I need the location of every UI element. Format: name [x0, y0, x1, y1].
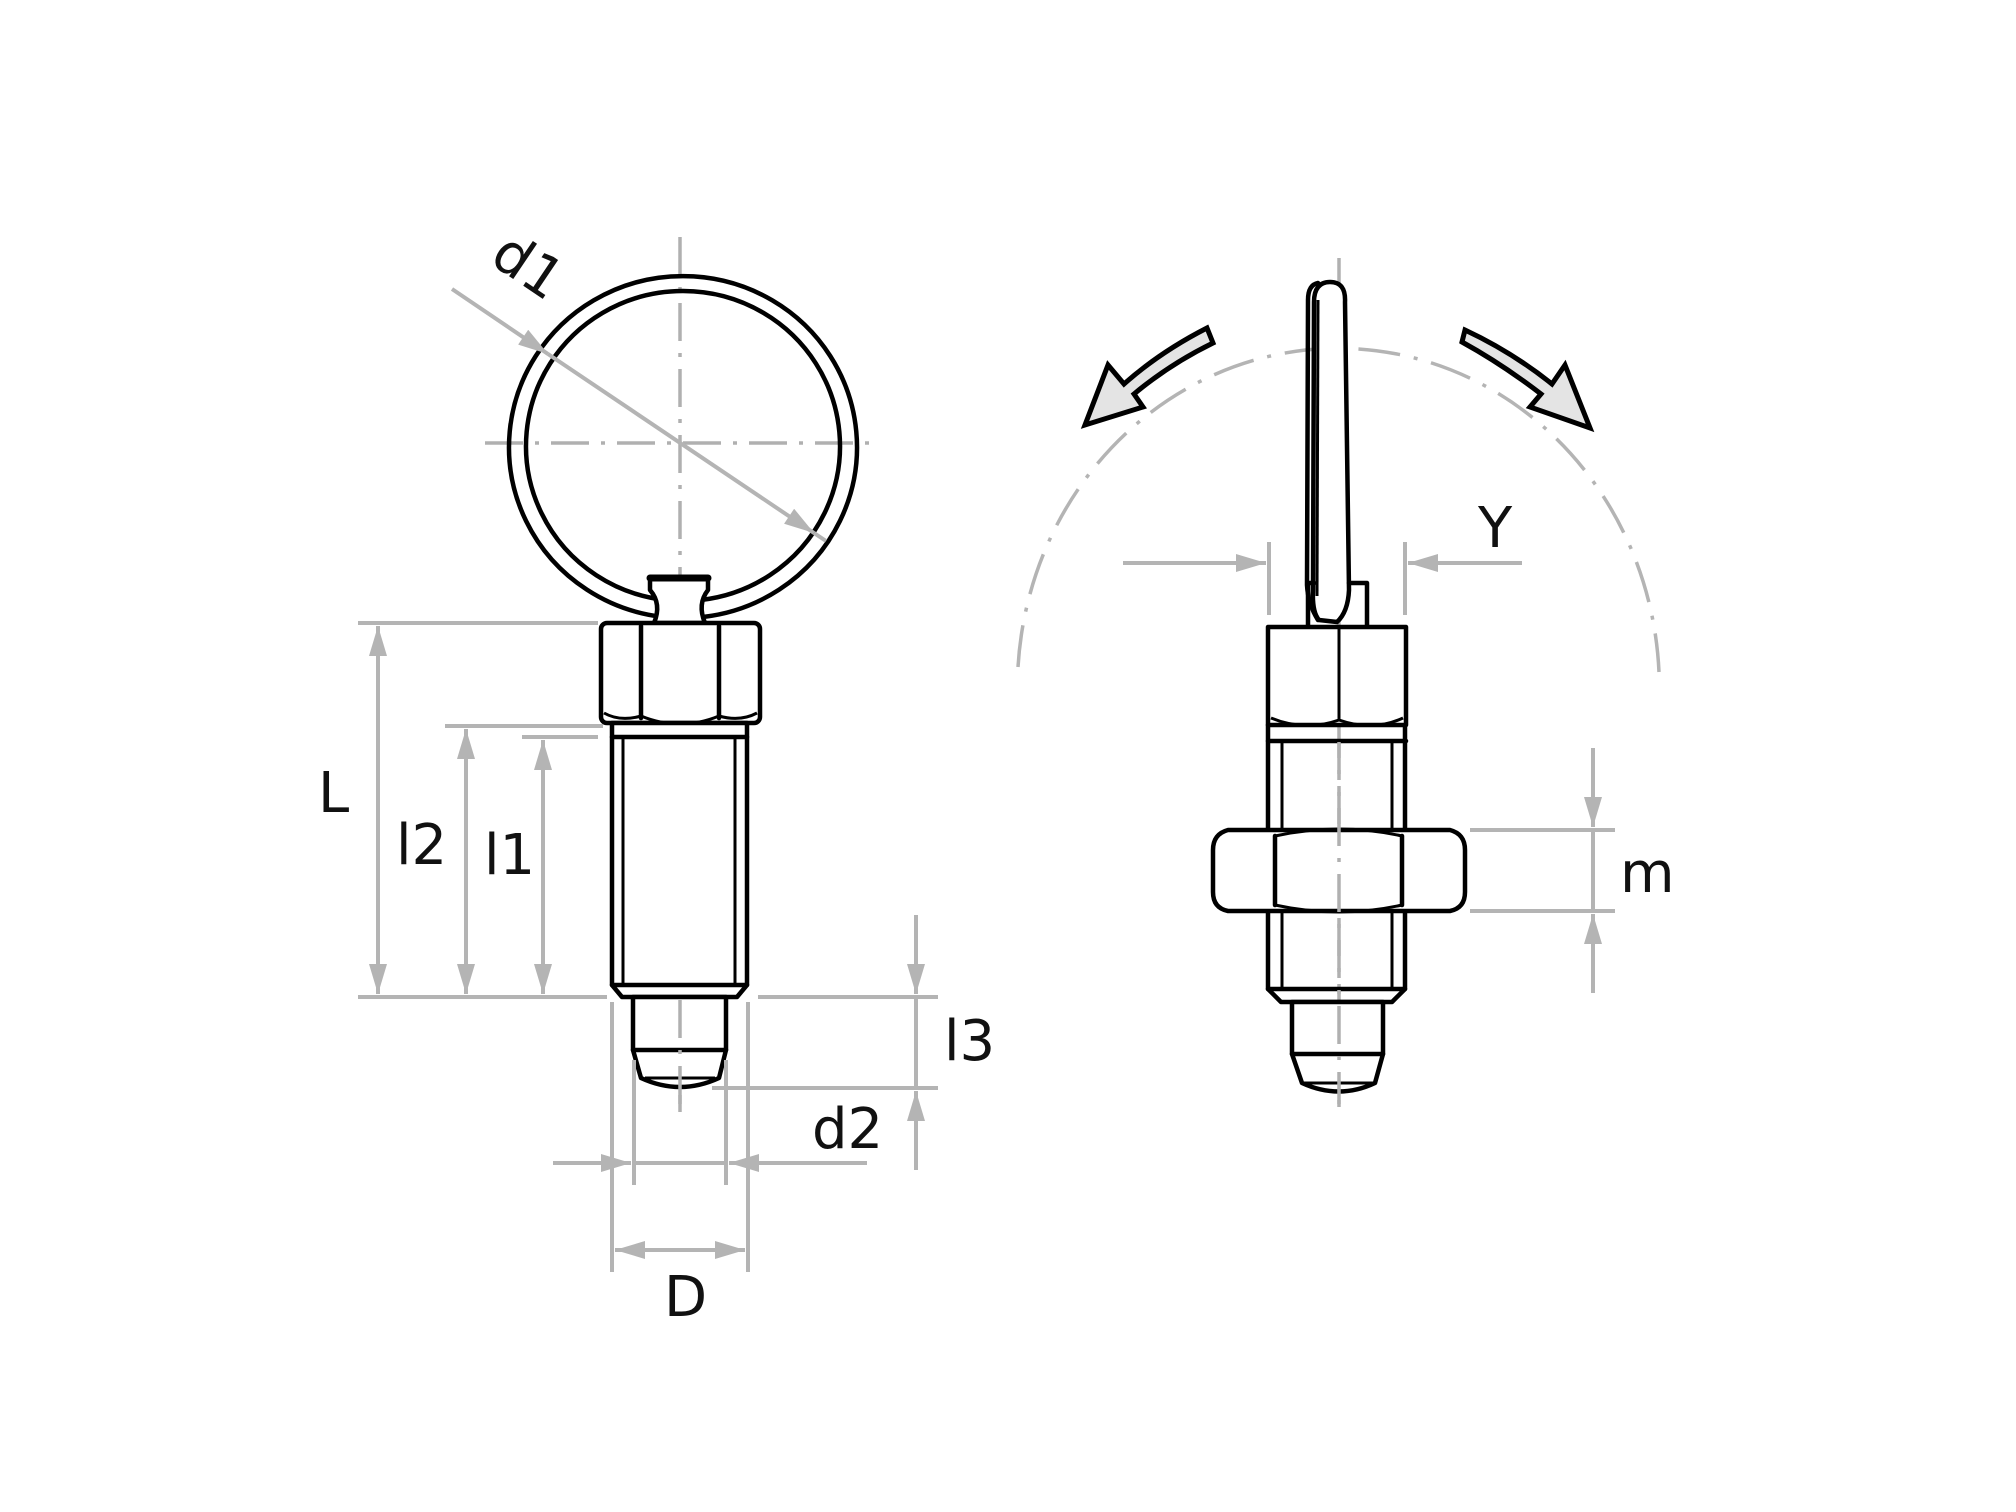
- dimension-m: m: [1470, 748, 1675, 993]
- ring-collar-side: [1305, 580, 1370, 630]
- dimension-l2: l2: [396, 729, 475, 994]
- pull-ring: [506, 273, 860, 620]
- label-D: D: [664, 1265, 707, 1330]
- rotate-left-arrow-icon: [1080, 324, 1217, 429]
- pull-ring-edge-view: [1304, 279, 1352, 625]
- label-d1: d1: [480, 220, 575, 314]
- dimension-d2: d2: [553, 1060, 883, 1185]
- label-d2: d2: [812, 1097, 883, 1162]
- extension-lines-left: [358, 621, 607, 999]
- dimension-D: D: [610, 1002, 750, 1330]
- dimension-l1: l1: [484, 740, 552, 994]
- label-L: L: [318, 761, 349, 826]
- ring-collar: [647, 575, 711, 626]
- dimension-l3: l3: [712, 915, 995, 1170]
- front-view: d1 L l2 l1 l3: [318, 220, 995, 1330]
- dimension-Y: Y: [1123, 496, 1522, 615]
- label-l2: l2: [396, 813, 447, 878]
- threaded-body: [609, 720, 750, 1000]
- label-l1: l1: [484, 823, 535, 888]
- side-view: Y m: [1016, 258, 1675, 1107]
- hex-collar: [598, 620, 763, 726]
- dimension-d1: d1: [450, 220, 828, 543]
- hex-collar-side: [1265, 624, 1409, 744]
- lock-nut: [1210, 827, 1468, 914]
- label-l3: l3: [944, 1009, 995, 1074]
- plunger-pin-side: [1289, 999, 1386, 1094]
- label-Y: Y: [1477, 496, 1513, 561]
- label-m: m: [1620, 841, 1675, 906]
- rotate-right-arrow-icon: [1459, 326, 1595, 433]
- dimension-L: L: [318, 626, 387, 994]
